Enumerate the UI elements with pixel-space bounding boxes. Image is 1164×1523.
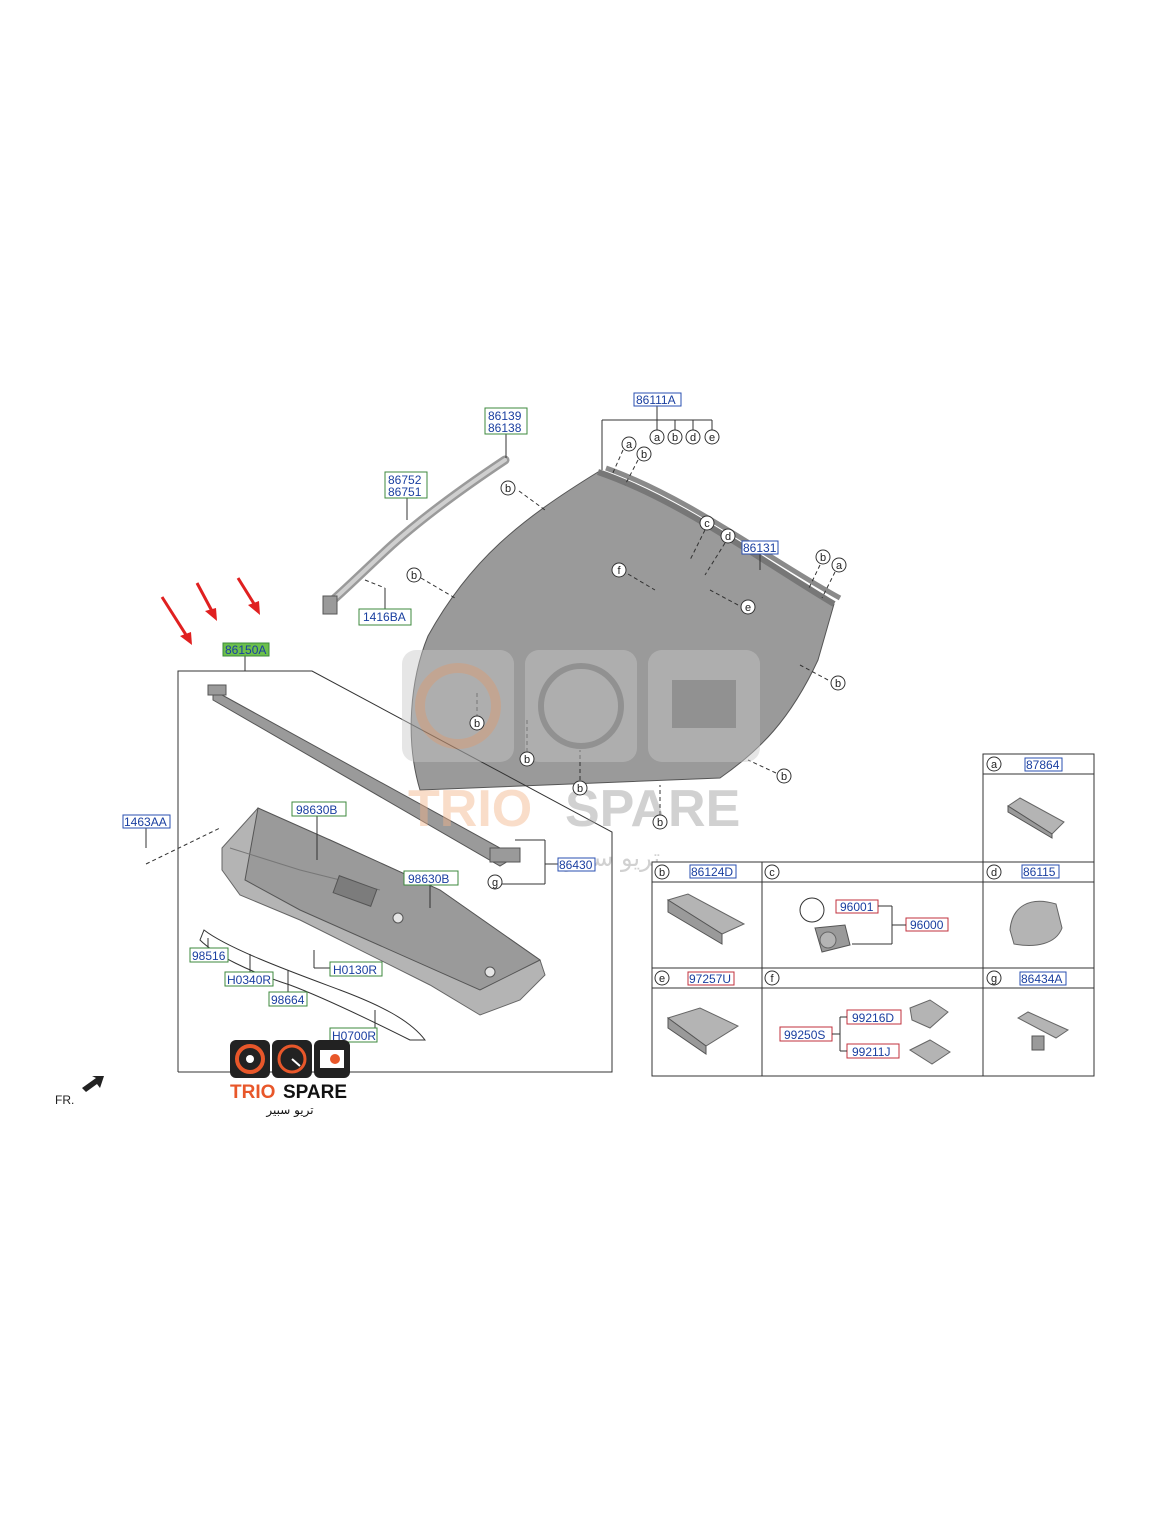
svg-text:b: b: [820, 552, 826, 564]
label-86752: 86752 86751: [384, 471, 428, 499]
svg-text:b: b: [577, 783, 583, 795]
svg-text:86752: 86752: [388, 473, 422, 487]
pillar-moulding: [322, 455, 510, 615]
svg-text:b: b: [505, 483, 511, 495]
legend-part-c: 96001 96000: [799, 897, 949, 953]
legend-86115: 86115: [1023, 865, 1056, 879]
logo-spare: SPARE: [283, 1082, 347, 1103]
svg-text:b: b: [411, 570, 417, 582]
logo-arabic: تريو سبير: [265, 1103, 313, 1118]
watermark: TRIO SPARE تريو سبير: [402, 650, 760, 872]
svg-text:b: b: [524, 754, 530, 766]
label-1463AA: 1463AA: [122, 814, 171, 829]
svg-text:a: a: [626, 439, 633, 451]
legend-table: [651, 753, 1095, 1077]
label-98664: 98664: [268, 991, 308, 1007]
svg-text:c: c: [704, 518, 710, 530]
legend-99250S: 99250S: [784, 1028, 825, 1042]
legend-part-a: [1007, 797, 1065, 839]
label-H0130R: H0130R: [329, 961, 383, 977]
watermark-spare: SPARE: [565, 780, 740, 838]
svg-text:H0700R: H0700R: [332, 1029, 376, 1043]
svg-text:1463AA: 1463AA: [124, 815, 167, 829]
svg-text:f: f: [770, 973, 774, 985]
svg-text:b: b: [657, 817, 663, 829]
svg-text:86111A: 86111A: [636, 393, 676, 407]
watermark-trio: TRIO: [408, 780, 532, 838]
svg-text:98516: 98516: [192, 949, 226, 963]
label-86150A: 86150A: [222, 642, 270, 657]
legend-part-f: 99250S 99216D 99211J: [779, 999, 951, 1065]
svg-text:H0130R: H0130R: [333, 963, 377, 977]
svg-text:d: d: [725, 531, 731, 543]
svg-text:g: g: [991, 973, 997, 985]
fr-label: FR.: [55, 1093, 74, 1107]
svg-text:c: c: [769, 867, 775, 879]
trio-spare-logo: TRIO SPARE تريو سبير: [230, 1040, 350, 1118]
label-86131: 86131: [741, 540, 779, 555]
legend-86434A: 86434A: [1021, 972, 1062, 986]
legend-part-b: [666, 893, 746, 945]
svg-text:b: b: [474, 718, 480, 730]
svg-text:H0340R: H0340R: [227, 973, 271, 987]
svg-text:a: a: [991, 759, 998, 771]
svg-text:b: b: [659, 867, 665, 879]
legend-96001: 96001: [840, 900, 874, 914]
legend-96000: 96000: [910, 918, 944, 932]
svg-text:f: f: [617, 565, 621, 577]
label-H0340R: H0340R: [224, 971, 274, 987]
svg-text:1416BA: 1416BA: [363, 610, 406, 624]
legend-part-g: [1016, 1011, 1070, 1051]
label-1416BA: 1416BA: [358, 608, 412, 626]
logo-trio: TRIO: [230, 1082, 275, 1103]
front-direction-indicator: FR.: [55, 1076, 104, 1107]
svg-text:98630B: 98630B: [408, 872, 449, 886]
svg-text:b: b: [641, 449, 647, 461]
svg-text:e: e: [745, 602, 751, 614]
callout-bubbles: a b a b d e b c d b a b f e b b b b b b …: [406, 429, 847, 890]
cowl-group-frame: [177, 656, 613, 1073]
svg-text:e: e: [659, 973, 665, 985]
svg-text:g: g: [492, 877, 498, 889]
svg-text:a: a: [836, 560, 843, 572]
red-arrows: [160, 577, 260, 645]
svg-text:86430: 86430: [559, 858, 593, 872]
svg-text:86150A: 86150A: [225, 643, 266, 657]
svg-text:e: e: [709, 432, 715, 444]
svg-text:86131: 86131: [743, 541, 777, 555]
legend-99211J: 99211J: [852, 1045, 890, 1059]
front-arrow-icon: [82, 1076, 104, 1092]
svg-text:b: b: [672, 432, 678, 444]
svg-text:d: d: [690, 432, 696, 444]
svg-text:a: a: [654, 432, 661, 444]
cowl-panel: [221, 807, 546, 1016]
svg-text:98630B: 98630B: [296, 803, 337, 817]
svg-text:b: b: [781, 771, 787, 783]
svg-text:86139: 86139: [488, 409, 522, 423]
legend-87864: 87864: [1026, 758, 1060, 772]
label-86430: 86430: [557, 857, 596, 872]
legend-headers: a 87864 b 86124D c d 86115 e 97257U f g …: [654, 756, 1067, 986]
label-98630B-1: 98630B: [291, 801, 347, 817]
legend-part-e: [666, 1007, 740, 1055]
cowl-top-seal: [207, 684, 521, 867]
label-86139: 86139 86138: [484, 407, 528, 435]
svg-text:98664: 98664: [271, 993, 305, 1007]
label-86138: 86138: [488, 421, 522, 435]
legend-part-d: [1009, 900, 1063, 946]
svg-text:b: b: [835, 678, 841, 690]
label-98516: 98516: [189, 947, 229, 963]
label-86751: 86751: [388, 485, 422, 499]
label-H0700R: H0700R: [329, 1027, 378, 1043]
legend-99216D: 99216D: [852, 1011, 894, 1025]
label-86111A: 86111A: [633, 392, 682, 407]
label-98630B-2: 98630B: [403, 870, 459, 886]
legend-86124D: 86124D: [691, 865, 733, 879]
windshield-glass: [410, 469, 836, 791]
svg-text:d: d: [991, 867, 997, 879]
legend-97257U: 97257U: [689, 972, 731, 986]
